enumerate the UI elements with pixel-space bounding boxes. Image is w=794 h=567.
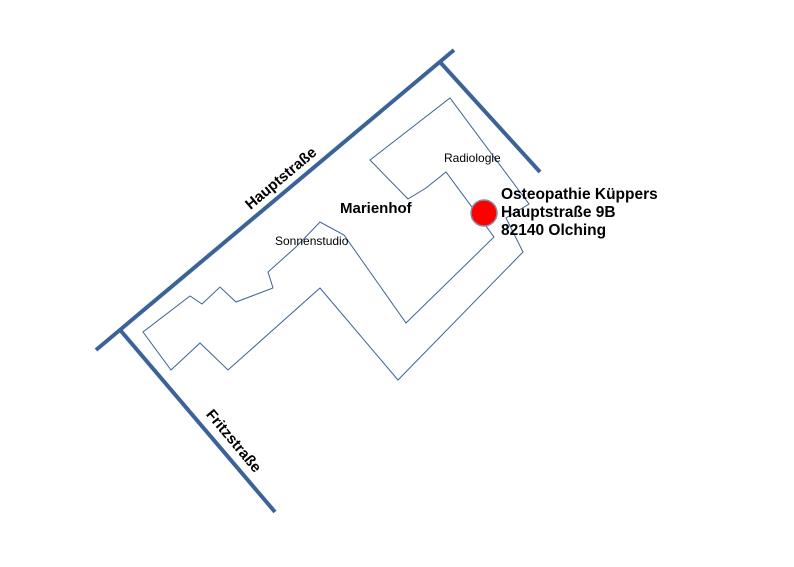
location-dot-icon [470, 199, 498, 227]
marienhof-label: Marienhof [340, 200, 413, 217]
address-city: 82140 Olching [501, 222, 607, 239]
radiologie-label: Radiologie [444, 151, 501, 165]
side-street-road [438, 60, 542, 174]
roads [94, 48, 542, 514]
address-street: Hauptstraße 9B [501, 204, 616, 221]
practice-name: Osteopathie Küppers [501, 186, 658, 203]
fritzstrasse-road [119, 329, 277, 514]
sonnenstudio-label: Sonnenstudio [275, 234, 349, 248]
hauptstrasse-label: Hauptstraße [242, 144, 320, 213]
hauptstrasse-road [94, 48, 456, 352]
marienhof-building-outline [142, 97, 530, 381]
address-block: Osteopathie Küppers Hauptstraße 9B 82140… [501, 186, 658, 240]
